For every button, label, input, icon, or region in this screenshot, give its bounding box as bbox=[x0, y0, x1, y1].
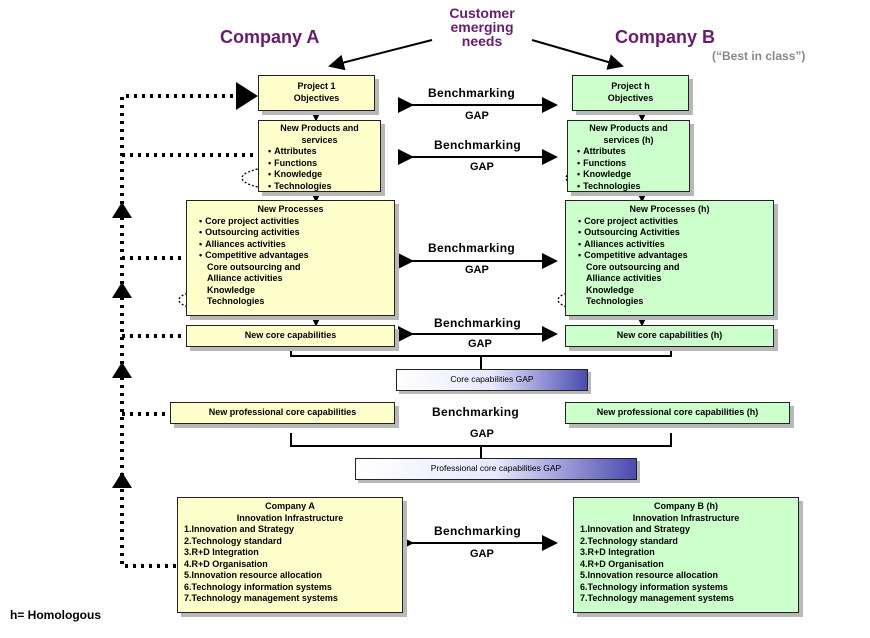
benchmark-arrows bbox=[398, 97, 558, 551]
core-b-box: New core capabilities (h) bbox=[565, 325, 774, 347]
infra-a-box: Company A Innovation Infrastructure 1.In… bbox=[177, 497, 403, 613]
core-gap-box: Core capabilities GAP bbox=[396, 369, 588, 391]
infra-b-box: Company B (h) Innovation Infrastructure … bbox=[573, 497, 799, 613]
gap-label-5: GAP bbox=[470, 428, 494, 440]
best-in-class-label: (“Best in class”) bbox=[712, 49, 806, 63]
benchmarking-label-6: Benchmarking bbox=[434, 524, 521, 538]
core-a-box: New core capabilities bbox=[186, 325, 395, 347]
gap-label-4: GAP bbox=[468, 338, 492, 350]
company-b-title: Company B bbox=[615, 27, 716, 47]
feedback-arrowheads bbox=[112, 82, 258, 488]
prof-gap-box: Professional core capabilities GAP bbox=[355, 458, 637, 480]
company-a-title: Company A bbox=[220, 27, 320, 47]
prof-a-box: New professional core capabilities bbox=[170, 402, 395, 424]
legend-homologous: h= Homologous bbox=[10, 608, 101, 622]
customer-needs-label: Customer emerging needs bbox=[449, 5, 515, 49]
processes-a-box: New Processes Core project activitiesOut… bbox=[186, 200, 395, 316]
prof-gap-bracket bbox=[290, 433, 672, 458]
benchmarking-label-3: Benchmarking bbox=[428, 241, 515, 255]
products-b-box: New Products and services (h) Attributes… bbox=[567, 120, 690, 192]
needs-to-a-arrow bbox=[328, 39, 433, 71]
needs-to-b-arrow bbox=[531, 39, 624, 70]
feedback-dotted-path bbox=[120, 94, 258, 568]
benchmarking-label-2: Benchmarking bbox=[434, 138, 521, 152]
benchmarking-label-5: Benchmarking bbox=[432, 405, 519, 419]
gap-label-6: GAP bbox=[470, 548, 494, 560]
benchmarking-label-4: Benchmarking bbox=[434, 316, 521, 330]
processes-b-box: New Processes (h) Core project activitie… bbox=[565, 200, 774, 316]
core-gap-bracket bbox=[290, 347, 672, 369]
gap-label-3: GAP bbox=[465, 264, 489, 276]
gap-label-1: GAP bbox=[465, 110, 489, 122]
gap-label-2: GAP bbox=[470, 161, 494, 173]
benchmarking-label-1: Benchmarking bbox=[428, 86, 515, 100]
prof-b-box: New professional core capabilities (h) bbox=[565, 402, 790, 424]
products-a-box: New Products and services AttributesFunc… bbox=[258, 120, 381, 192]
